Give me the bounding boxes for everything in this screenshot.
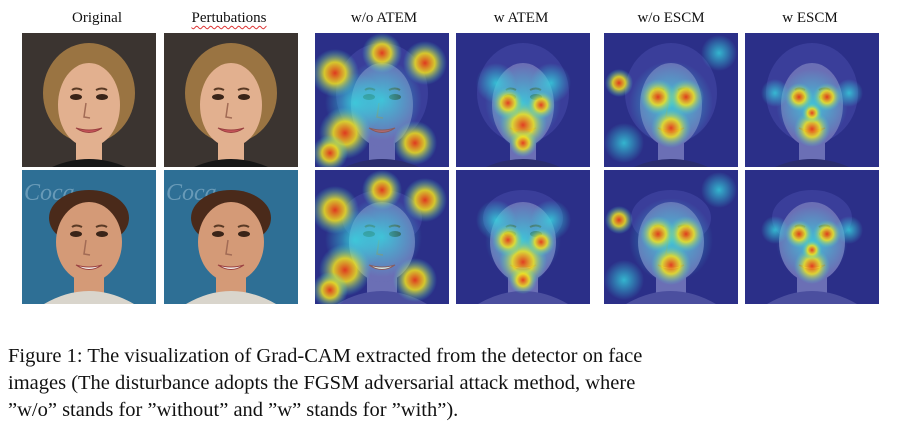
man-face-wo-escm-image: [604, 170, 738, 304]
woman-face-w-escm-image: [745, 33, 879, 167]
man-face-w-escm-image: [745, 170, 879, 304]
column-label-w-atem: w ATEM: [493, 10, 549, 26]
caption-line-3: ”w/o” stands for ”without” and ”w” stand…: [8, 399, 459, 421]
man-face-w-atem-image: [456, 170, 590, 304]
caption-line-2: images (The disturbance adopts the FGSM …: [8, 372, 636, 394]
man-face-wo-atem-image: [315, 170, 449, 304]
column-label-original: Original: [72, 10, 122, 26]
woman-face-wo-escm-image: [604, 33, 738, 167]
figure-caption: Figure 1: The visualization of Grad-CAM …: [8, 343, 904, 424]
woman-face-w-atem-image: [456, 33, 590, 167]
column-label-wo-escm: w/o ESCM: [637, 10, 705, 26]
woman-face-wo-atem-image: [315, 33, 449, 167]
man-face-original-image: Coca: [22, 170, 156, 304]
woman-face-perturbation-image: [164, 33, 298, 167]
column-label-w-escm: w ESCM: [782, 10, 838, 26]
man-face-perturbation-image: Coca: [164, 170, 298, 304]
column-label-perturbations: Pertubations: [191, 10, 267, 26]
woman-face-original-image: [22, 33, 156, 167]
column-label-wo-atem: w/o ATEM: [350, 10, 418, 26]
caption-line-1: Figure 1: The visualization of Grad-CAM …: [8, 345, 643, 367]
